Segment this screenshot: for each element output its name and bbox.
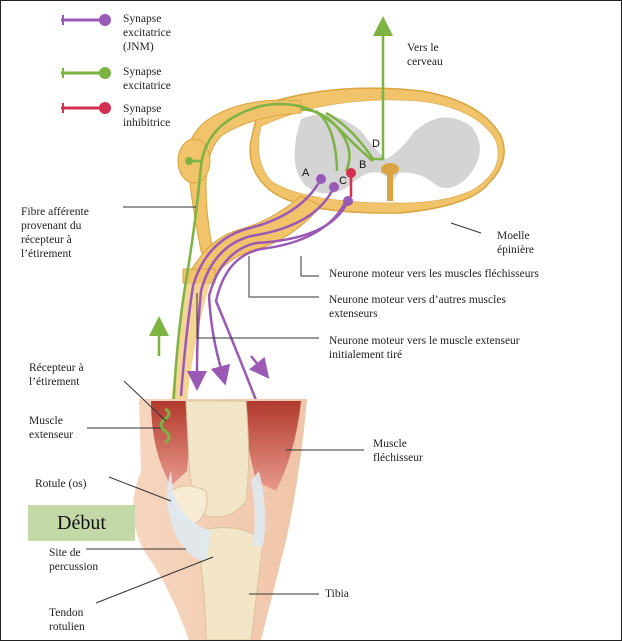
- patella-label: Rotule (os): [35, 477, 86, 491]
- to-brain-label: Vers le cerveau: [407, 41, 443, 69]
- neuron-letter-a: A: [302, 167, 309, 179]
- neuron-letter-d: D: [372, 138, 380, 150]
- neuron-letter-c: C: [339, 175, 347, 187]
- neuron-a-body: [316, 174, 326, 184]
- extensor-muscle-label: Muscle extenseur: [29, 414, 73, 442]
- legend-inhibitory-label: Synapse inhibitrice: [123, 102, 170, 130]
- legend-icon-inhibitory: [61, 102, 111, 114]
- percussion-site-label: Site de percussion: [49, 546, 98, 574]
- afferent-fiber-label: Fibre afférente provenant du récepteur à…: [21, 205, 89, 261]
- stretch-receptor-label: Récepteur à l’étirement: [29, 361, 84, 389]
- motor-neuron-body: [343, 196, 353, 206]
- legend-icon-excitatory-motor: [61, 14, 111, 26]
- flexor-muscle-label: Muscle fléchisseur: [373, 437, 423, 465]
- tibia-label: Tibia: [325, 587, 349, 601]
- neuron-c-body: [329, 182, 339, 192]
- leg-knee: [133, 399, 307, 640]
- stretched-extensor-motor-neuron-label: Neurone moteur vers le muscle extenseur …: [329, 334, 520, 362]
- patellar-tendon-label: Tendon rotulien: [49, 606, 85, 634]
- inhibitory-interneuron-body: [346, 168, 356, 178]
- other-extensor-motor-neuron-label: Neurone moteur vers d’autres muscles ext…: [329, 293, 506, 321]
- legend-excitatory-label: Synapse excitatrice: [123, 65, 171, 93]
- flexor-motor-neuron-label: Neurone moteur vers les muscles fléchiss…: [329, 267, 539, 281]
- spinal-cord-label: Moelle épinière: [497, 229, 534, 257]
- legend-excitatory-jnm-label: Synapse excitatrice (JNM): [123, 12, 171, 54]
- neuron-letter-b: B: [359, 159, 366, 171]
- start-badge: Début: [28, 505, 135, 541]
- legend-icon-excitatory: [61, 67, 111, 79]
